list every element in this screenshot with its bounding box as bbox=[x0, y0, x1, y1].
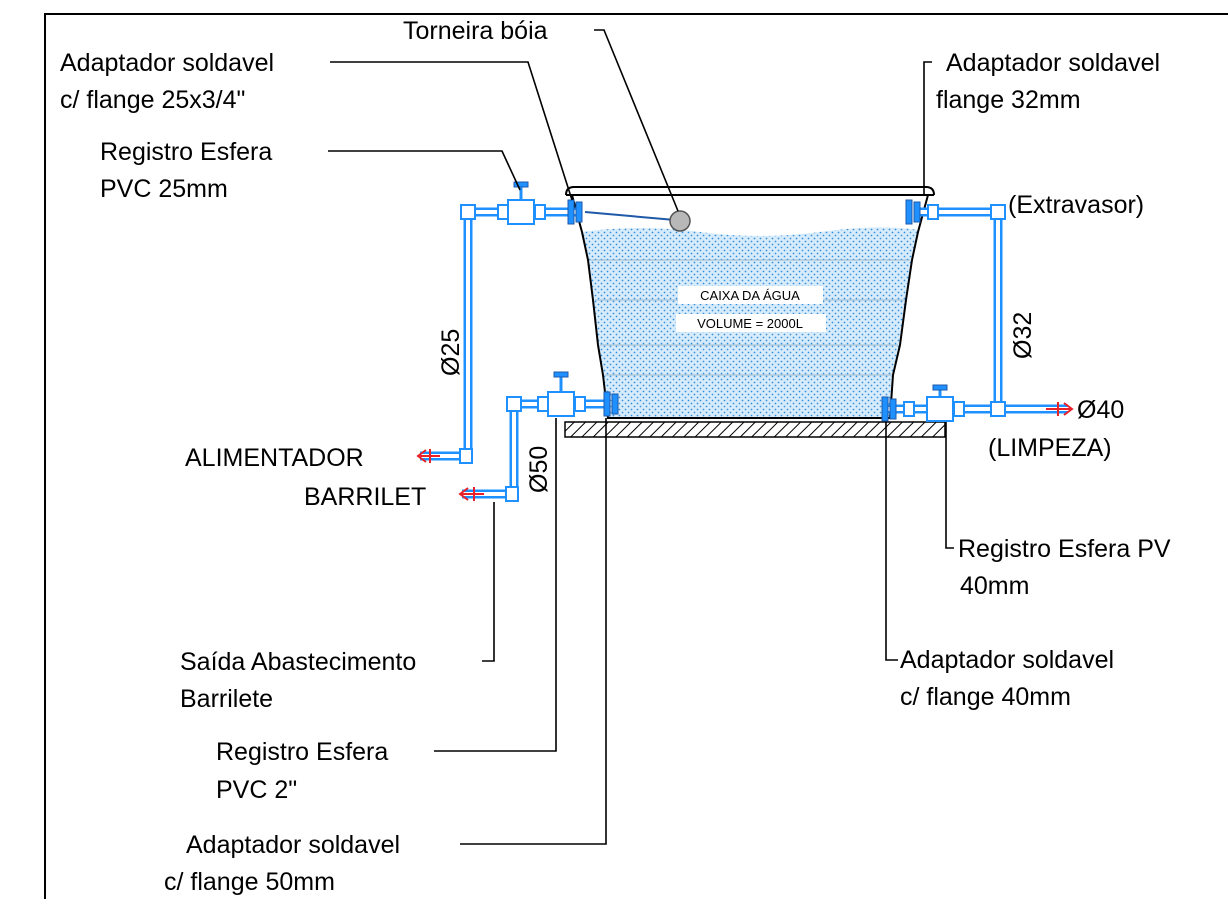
label-adaptador-32-line1: Adaptador soldavel bbox=[946, 49, 1160, 77]
label-saida-line2: Barrilete bbox=[180, 685, 273, 713]
label-registro-2-line1: Registro Esfera bbox=[216, 738, 388, 766]
pipe-extravasor bbox=[905, 199, 1006, 408]
float-valve bbox=[584, 210, 691, 232]
label-adaptador-50-line2: c/ flange 50mm bbox=[164, 868, 335, 896]
tank-title: CAIXA DA ÁGUA bbox=[700, 288, 800, 303]
label-registro-25-line2: PVC 25mm bbox=[100, 175, 228, 203]
label-adaptador-50-line1: Adaptador soldavel bbox=[186, 831, 400, 859]
drawing-frame bbox=[44, 13, 1228, 899]
valve-40mm-icon bbox=[926, 384, 954, 422]
arrow-alimentador-icon bbox=[416, 449, 440, 463]
label-torneira-boia: Torneira bóia bbox=[403, 17, 548, 45]
valve-25mm-icon bbox=[507, 181, 535, 225]
tank-volume: VOLUME = 2000L bbox=[697, 316, 803, 331]
label-registro-40-line1: Registro Esfera PV bbox=[958, 535, 1171, 563]
label-limpeza: (LIMPEZA) bbox=[988, 434, 1112, 462]
label-registro-25-line1: Registro Esfera bbox=[100, 138, 272, 166]
arrow-barrilet-icon bbox=[458, 487, 484, 501]
valve-2in-icon bbox=[547, 371, 575, 417]
tank-lid bbox=[565, 186, 935, 196]
float-ball-icon bbox=[669, 210, 691, 232]
label-alimentador: ALIMENTADOR bbox=[185, 444, 364, 472]
label-adaptador-40-line2: c/ flange 40mm bbox=[900, 683, 1071, 711]
label-adaptador-32-line2: flange 32mm bbox=[936, 86, 1081, 114]
tank-base-slab bbox=[564, 421, 946, 438]
pipe-limpeza bbox=[881, 396, 1068, 422]
label-extravasor: (Extravasor) bbox=[1008, 191, 1144, 219]
label-saida-line1: Saída Abastecimento bbox=[180, 648, 416, 676]
label-registro-40-line2: 40mm bbox=[960, 572, 1029, 600]
dim-d40: Ø40 bbox=[1077, 396, 1124, 424]
dim-d50: Ø50 bbox=[525, 446, 553, 493]
dim-d25: Ø25 bbox=[437, 329, 465, 376]
label-barrilet: BARRILET bbox=[304, 483, 426, 511]
dim-d32: Ø32 bbox=[1009, 312, 1037, 359]
label-adaptador-25-line2: c/ flange 25x3/4" bbox=[60, 86, 245, 114]
arrow-limpeza-icon bbox=[1046, 402, 1074, 416]
label-adaptador-25-line1: Adaptador soldavel bbox=[60, 49, 274, 77]
label-adaptador-40-line1: Adaptador soldavel bbox=[900, 646, 1114, 674]
tank-outline bbox=[571, 194, 929, 419]
label-registro-2-line2: PVC 2" bbox=[216, 776, 297, 804]
leader-lines bbox=[328, 29, 954, 845]
